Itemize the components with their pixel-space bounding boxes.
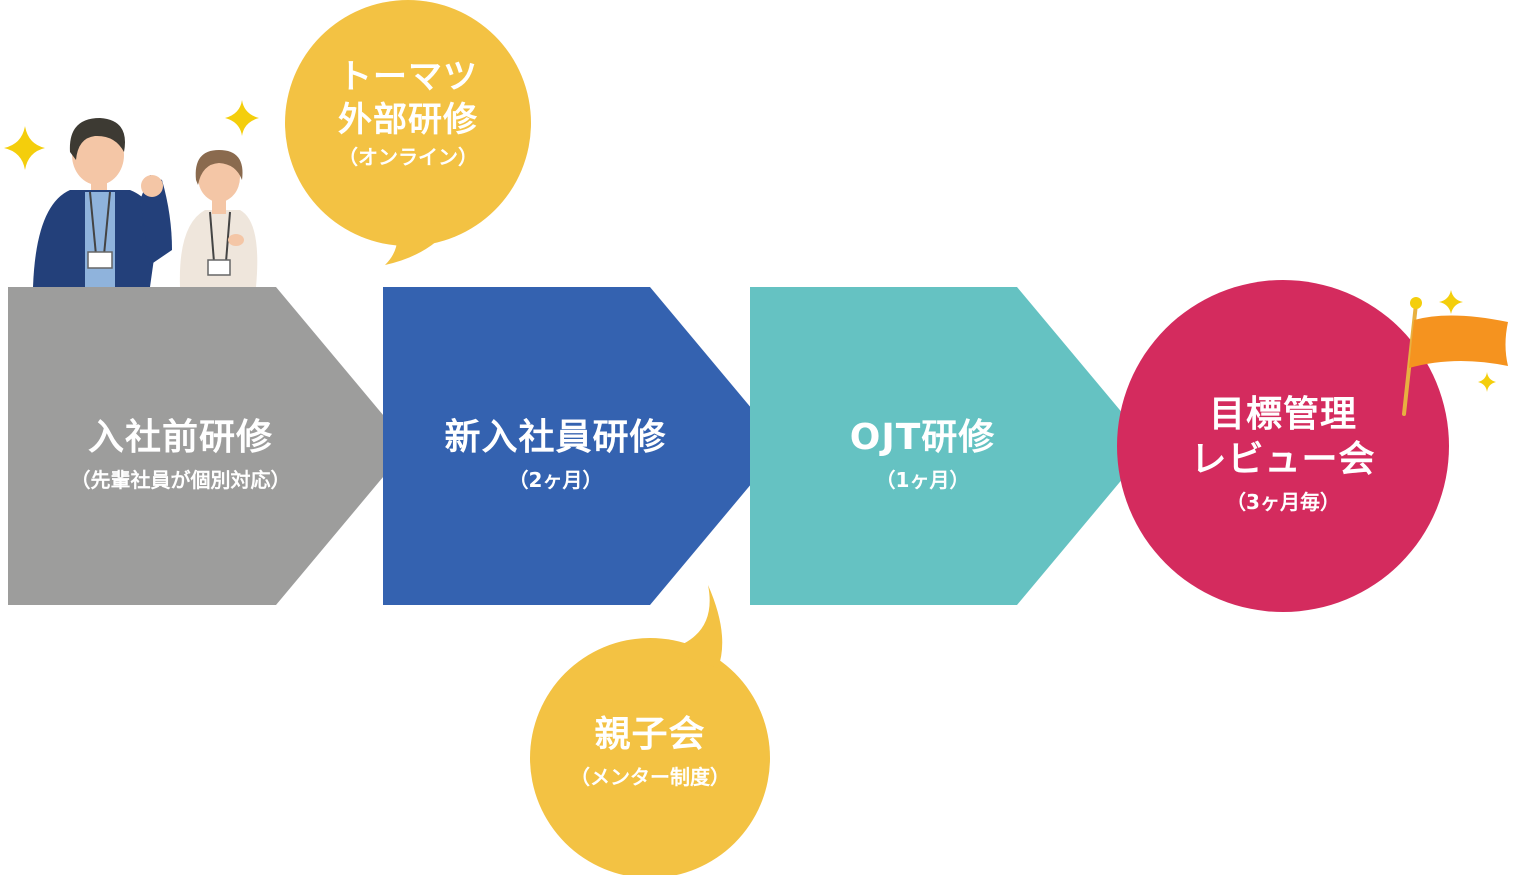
step-2-label: 新入社員研修 （2ヶ月） [383,415,728,493]
step-2-shape [383,287,783,605]
bubble-bottom-title: 親子会 [594,714,706,755]
step-2-sub: （2ヶ月） [508,468,603,492]
bubble-top [285,0,531,265]
step-2-title: 新入社員研修 [444,417,667,458]
woman-illustration [179,150,258,287]
step-3-title: OJT研修 [849,417,996,458]
step-4-sub: （3ヶ月毎） [1226,490,1340,514]
flag-icon [1402,297,1508,416]
bubble-top-label: トーマツ 外部研修 （オンライン） [308,56,508,170]
step-1-title: 入社前研修 [87,417,273,458]
step-3-label: OJT研修 （1ヶ月） [750,415,1095,493]
bubble-bottom-label: 親子会 （メンター制度） [550,712,750,790]
step-3-shape [750,287,1150,605]
bubble-bottom-sub: （メンター制度） [570,765,730,789]
step-4-label: 目標管理 レビュー会 （3ヶ月毎） [1133,392,1433,515]
step-4-title-line2: レビュー会 [1190,439,1376,480]
step-3-sub: （1ヶ月） [875,468,970,492]
step-1-shape [8,287,409,605]
bubble-bottom [530,585,770,875]
step-1-sub: （先輩社員が個別対応） [70,468,291,492]
step-4-title-line1: 目標管理 [1208,394,1357,435]
bubble-top-sub: （オンライン） [338,145,478,169]
sparkle-icon [4,100,1496,392]
step-1-label: 入社前研修 （先輩社員が個別対応） [8,415,353,493]
bubble-top-line1: トーマツ [338,57,478,97]
bubble-top-line2: 外部研修 [338,99,478,140]
man-illustration [33,118,172,287]
step-4-shape [1117,280,1449,612]
